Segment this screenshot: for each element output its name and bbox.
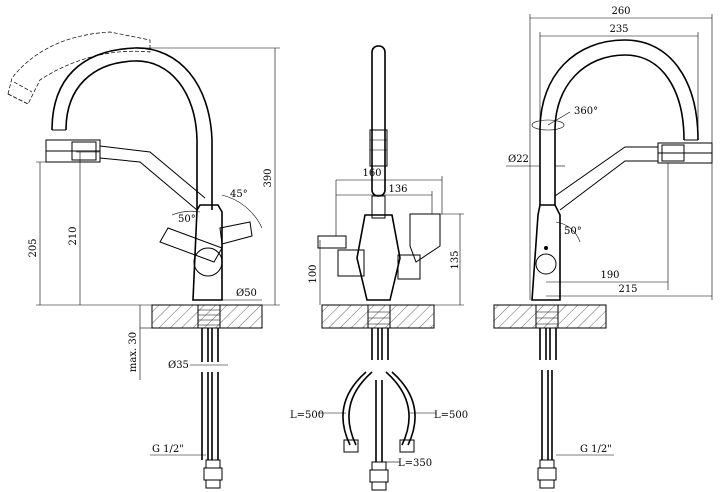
left-valve <box>337 249 365 277</box>
dim-215: 215 <box>618 284 637 295</box>
dia-50: Ø50 <box>236 288 257 299</box>
rotation-ellipse <box>531 119 565 131</box>
faucet-body-right <box>531 204 561 301</box>
spout-outer-right <box>539 39 699 205</box>
rotation-360: 360° <box>574 106 598 117</box>
right-side-view <box>493 14 713 489</box>
spout-inner-right <box>554 54 685 205</box>
dim-190: 190 <box>600 270 619 281</box>
dim-210: 210 <box>68 226 79 245</box>
spout-inner <box>65 60 198 210</box>
dim-390: 390 <box>263 168 274 187</box>
countertop-right <box>493 304 607 329</box>
countertop-left <box>151 304 263 329</box>
dim-max-30: max. 30 <box>128 332 139 372</box>
dia-35: Ø35 <box>168 360 189 371</box>
alternate-spout-tip <box>7 81 33 105</box>
spout-arm-right <box>554 146 658 211</box>
spout-arm <box>99 145 206 211</box>
angle-50-right: 50° <box>564 226 582 237</box>
angle-45: 45° <box>230 189 248 200</box>
hose-length-center: L=350 <box>398 458 432 469</box>
faucet-body <box>192 204 223 301</box>
faucet-body-front <box>356 214 401 301</box>
lever-handle-alt <box>219 221 253 245</box>
dia-22: Ø22 <box>508 154 529 165</box>
dim-260: 260 <box>611 6 630 17</box>
supply-hoses-front <box>342 371 416 491</box>
mixer-knob <box>193 247 223 277</box>
thread-g12-left: G 1/2" <box>152 444 184 455</box>
angle-50-left: 50° <box>178 214 196 225</box>
alternate-spout-outline <box>7 31 151 105</box>
lever-handle <box>159 227 223 263</box>
hose-length-left: L=500 <box>290 410 324 421</box>
dim-100: 100 <box>308 264 319 283</box>
dim-136: 136 <box>388 184 407 195</box>
left-side-view <box>7 31 280 489</box>
right-handle <box>397 254 421 280</box>
dim-235: 235 <box>609 24 628 35</box>
dim-205: 205 <box>28 238 39 257</box>
mount-thread-right <box>536 311 558 325</box>
front-view <box>317 45 464 491</box>
supply-hoses-left <box>201 328 223 489</box>
dim-135: 135 <box>450 250 461 269</box>
supply-hoses-right <box>537 328 557 489</box>
right-lever <box>409 213 441 263</box>
dim-160: 160 <box>362 168 381 179</box>
hose-length-right: L=500 <box>434 410 468 421</box>
thread-g12-right: G 1/2" <box>580 444 612 455</box>
spout-outer <box>51 47 213 210</box>
countertop-front <box>321 304 435 329</box>
left-handle <box>317 235 347 249</box>
mixer-knob-right <box>535 253 557 275</box>
mount-thread-front <box>368 311 390 325</box>
mount-thread-left <box>198 309 220 326</box>
